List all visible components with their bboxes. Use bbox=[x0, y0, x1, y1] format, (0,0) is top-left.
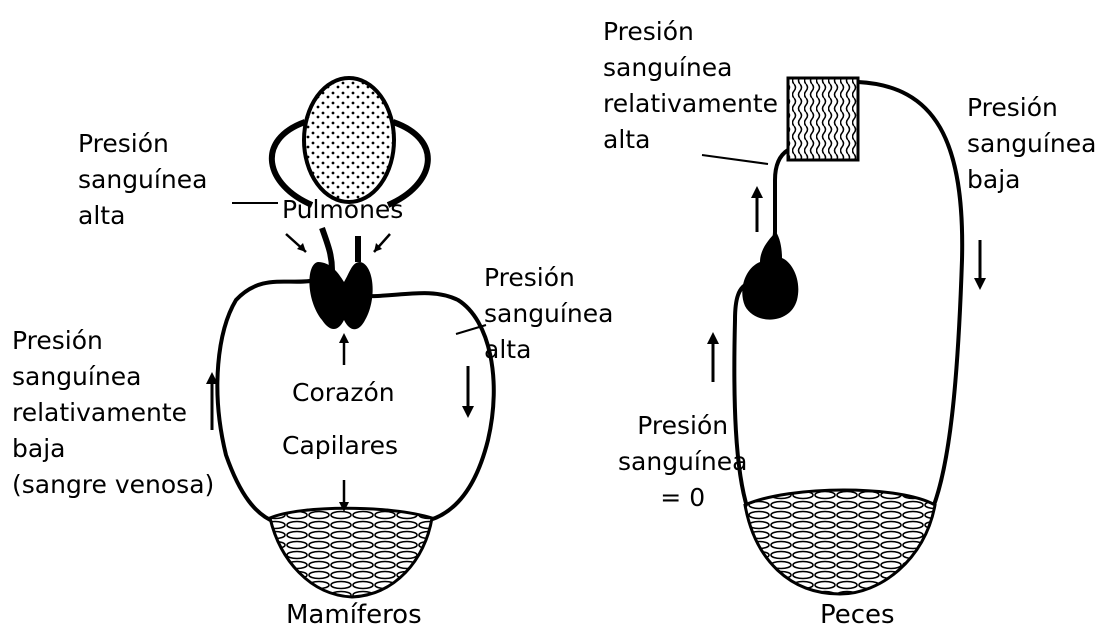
fish-gill-pressure-label: Presión sanguínea relativamente alta bbox=[603, 14, 778, 158]
fish-caption: Peces bbox=[820, 600, 895, 630]
capillaries-label: Capilares bbox=[282, 428, 398, 464]
fish-return-pressure-label: Presión sanguínea = 0 bbox=[618, 408, 747, 516]
mammal-capillary-bed bbox=[270, 508, 432, 597]
gills-shape bbox=[788, 78, 858, 160]
fish-capillary-bed bbox=[745, 490, 935, 594]
mammal-venous-pressure-label: Presión sanguínea relativamente baja (sa… bbox=[12, 323, 214, 503]
mammal-lung-pressure-label: Presión sanguínea alta bbox=[78, 126, 207, 234]
mammal-arterial-pressure-label: Presión sanguínea alta bbox=[484, 260, 613, 368]
heart-label: Corazón bbox=[292, 375, 395, 411]
lungs-label: Pulmones bbox=[282, 192, 403, 228]
fish-heart-shape bbox=[742, 232, 798, 320]
lungs-shape bbox=[304, 78, 394, 202]
mammals-caption: Mamíferos bbox=[286, 600, 422, 630]
fish-body-pressure-label: Presión sanguínea baja bbox=[967, 90, 1096, 198]
